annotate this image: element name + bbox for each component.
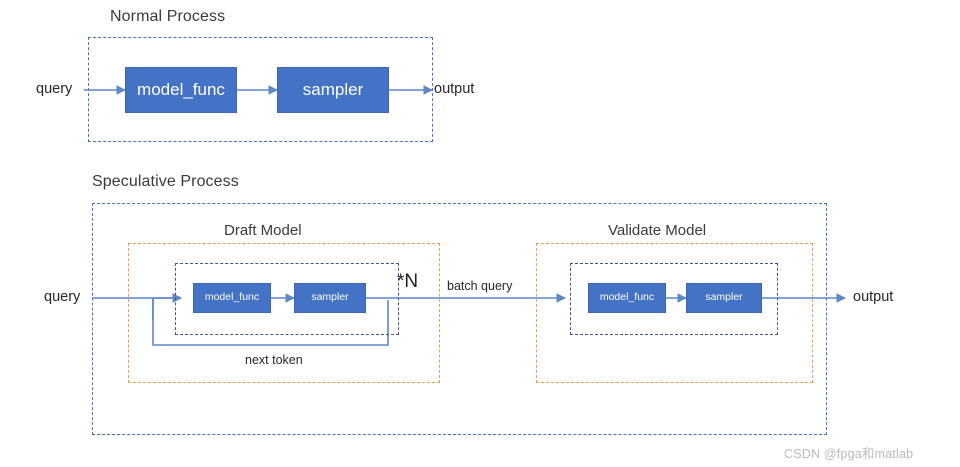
validate-block-model-func[interactable]: model_func (588, 283, 666, 313)
validate-model-title: Validate Model (608, 222, 707, 239)
draft-model-inner-boundary (175, 263, 399, 335)
normal-block-sampler[interactable]: sampler (277, 67, 389, 113)
draft-block-model-func[interactable]: model_func (193, 283, 271, 313)
batch-query-label: batch query (447, 279, 513, 293)
normal-input-label: query (36, 81, 73, 97)
csdn-watermark: CSDN @fpga和matlab (784, 447, 914, 461)
normal-process-title: Normal Process (110, 8, 226, 25)
normal-process-boundary (88, 37, 433, 142)
draft-model-title: Draft Model (224, 222, 302, 239)
draft-model-boundary (128, 243, 440, 383)
validate-model-boundary (536, 243, 813, 383)
validate-block-sampler[interactable]: sampler (686, 283, 762, 313)
normal-output-label: output (434, 81, 475, 97)
speculative-process-title: Speculative Process (92, 173, 239, 190)
speculative-output-label: output (853, 289, 894, 305)
next-token-label: next token (245, 353, 303, 367)
speculative-input-label: query (44, 289, 81, 305)
validate-model-inner-boundary (570, 263, 778, 335)
draft-block-sampler[interactable]: sampler (294, 283, 366, 313)
speculative-process-boundary (92, 203, 827, 435)
draft-repeat-label: *N (397, 271, 419, 292)
normal-block-model-func[interactable]: model_func (125, 67, 237, 113)
